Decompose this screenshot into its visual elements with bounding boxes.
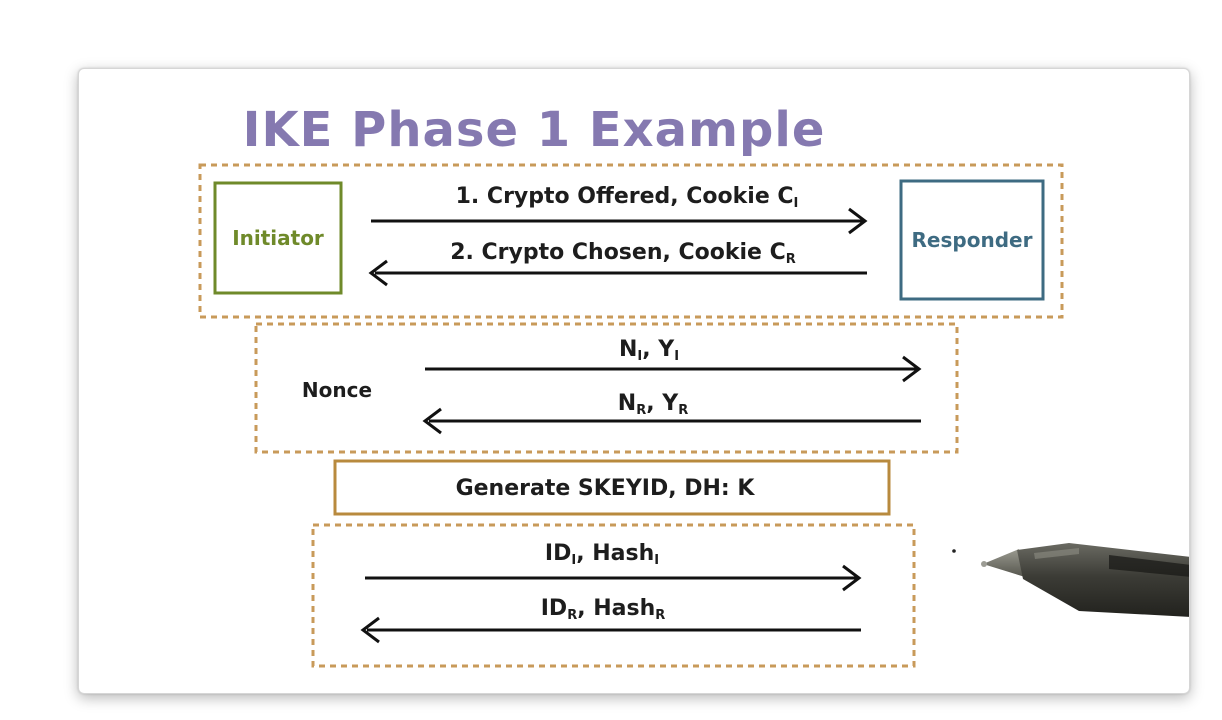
arrowhead-right-2 xyxy=(902,355,922,383)
arrowhead-right-3 xyxy=(842,564,862,592)
ike-phase1-diagram: IKE Phase 1 Example Initiator Responder … xyxy=(198,102,1189,668)
cookie-exchange-box xyxy=(198,163,1064,319)
initiator-label: Initiator xyxy=(232,226,324,250)
arrowhead-left-3 xyxy=(360,616,380,644)
responder-label: Responder xyxy=(912,228,1033,252)
nonce-msg2-sep: , Y xyxy=(646,391,679,416)
crypto-offered-sub: I xyxy=(794,196,799,211)
nonce-msg1-b-sub: I xyxy=(674,349,679,364)
nonce-msg2-label: NR, YR xyxy=(618,391,688,418)
nonce-msg2-a: N xyxy=(618,391,636,416)
crypto-chosen-text: 2. Crypto Chosen, Cookie C xyxy=(450,240,786,265)
arrowhead-left-1 xyxy=(368,259,388,287)
whiteboard-card: IKE Phase 1 Example Initiator Responder … xyxy=(78,68,1190,694)
arrowhead-right-1 xyxy=(848,207,868,235)
initiator-box xyxy=(213,181,343,295)
nonce-msg1-a-sub: I xyxy=(637,349,642,364)
auth-msg2-a: ID xyxy=(541,596,567,621)
nonce-msg1-label: NI, YI xyxy=(619,337,679,364)
auth-msg1-b-sub: I xyxy=(654,553,659,568)
auth-exchange-box xyxy=(311,523,916,668)
nonce-msg2-b-sub: R xyxy=(678,403,688,418)
crypto-chosen-sub: R xyxy=(786,252,796,267)
auth-msg2-b-sub: R xyxy=(655,608,665,623)
generate-skeyid-label: Generate SKEYID, DH: K xyxy=(456,476,756,501)
crypto-offered-label: 1. Crypto Offered, Cookie CI xyxy=(456,184,799,211)
auth-msg1-a-sub: I xyxy=(571,553,576,568)
crypto-offered-text: 1. Crypto Offered, Cookie C xyxy=(456,184,794,209)
pen-mark-dot xyxy=(952,549,956,553)
nonce-msg1-a: N xyxy=(619,337,637,362)
auth-msg2-label: IDR, HashR xyxy=(541,596,666,623)
diagram-title: IKE Phase 1 Example xyxy=(243,102,826,158)
auth-msg1-sep: , Hash xyxy=(576,541,654,566)
auth-msg2-sep: , Hash xyxy=(577,596,655,621)
nonce-label: Nonce xyxy=(302,378,372,402)
responder-box xyxy=(899,179,1045,301)
stylus-pen-icon xyxy=(981,543,1189,617)
nonce-msg1-sep: , Y xyxy=(642,337,675,362)
nonce-msg2-a-sub: R xyxy=(636,403,646,418)
generate-skeyid-box xyxy=(333,459,891,516)
nonce-exchange-box xyxy=(254,322,959,454)
auth-msg2-a-sub: R xyxy=(567,608,577,623)
auth-msg1-a: ID xyxy=(545,541,571,566)
crypto-chosen-label: 2. Crypto Chosen, Cookie CR xyxy=(450,240,796,267)
arrowhead-left-2 xyxy=(422,407,442,435)
auth-msg1-label: IDI, HashI xyxy=(545,541,659,568)
